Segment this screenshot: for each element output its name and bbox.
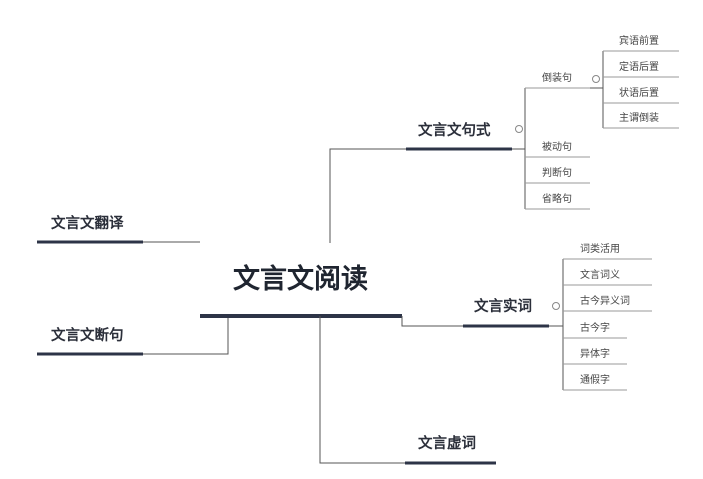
branch-function-words[interactable]: 文言虚词 bbox=[418, 436, 476, 452]
central-topic[interactable]: 文言文阅读 bbox=[233, 264, 368, 295]
leaf-omission[interactable]: 省略句 bbox=[542, 194, 572, 205]
leaf-inverted-attribute[interactable]: 定语后置 bbox=[619, 62, 659, 73]
collapse-knob-inverted[interactable] bbox=[592, 75, 600, 83]
leaf-cw-ancient-modern[interactable]: 古今异义词 bbox=[580, 296, 630, 307]
leaf-cw-variant-char[interactable]: 异体字 bbox=[580, 349, 610, 360]
connector-sentence-children bbox=[512, 88, 526, 209]
connector-content-children bbox=[549, 259, 564, 390]
connector-punctuate bbox=[143, 317, 229, 355]
leaf-passive[interactable]: 被动句 bbox=[542, 142, 572, 153]
branch-sentence[interactable]: 文言文句式 bbox=[418, 123, 491, 139]
leaf-cw-loan-char[interactable]: 通假字 bbox=[580, 375, 610, 386]
branch-translate[interactable]: 文言文翻译 bbox=[51, 216, 124, 232]
collapse-knob-content[interactable] bbox=[552, 302, 560, 310]
connector-inverted-children bbox=[590, 51, 604, 128]
leaf-inverted-adverbial[interactable]: 状语后置 bbox=[619, 88, 659, 99]
collapse-knob-sentence[interactable] bbox=[515, 125, 523, 133]
connector-content bbox=[401, 316, 463, 327]
leaf-cw-meaning[interactable]: 文言词义 bbox=[580, 270, 620, 281]
leaf-inverted-object[interactable]: 宾语前置 bbox=[619, 36, 659, 47]
branch-content-words[interactable]: 文言实词 bbox=[474, 299, 532, 315]
leaf-cw-part-of-speech[interactable]: 词类活用 bbox=[580, 244, 620, 255]
leaf-inverted-subject[interactable]: 主谓倒装 bbox=[619, 113, 659, 124]
leaf-inverted[interactable]: 倒装句 bbox=[542, 73, 572, 84]
leaf-judgment[interactable]: 判断句 bbox=[542, 168, 572, 179]
leaf-cw-old-new-char[interactable]: 古今字 bbox=[580, 323, 610, 334]
connector-function bbox=[319, 316, 405, 464]
branch-punctuate[interactable]: 文言文断句 bbox=[51, 328, 124, 344]
connector-sentence bbox=[329, 148, 406, 243]
